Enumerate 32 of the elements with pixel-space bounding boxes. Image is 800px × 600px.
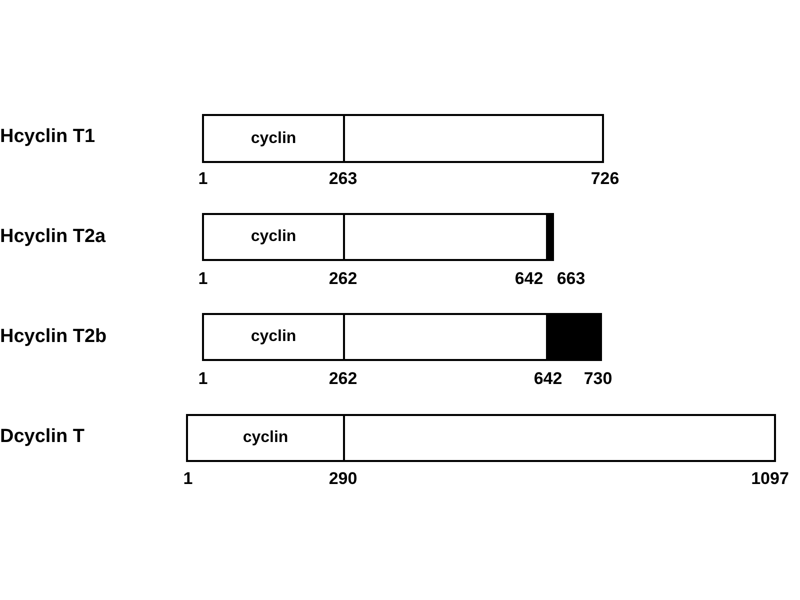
- cyclin-domain-box: [202, 213, 345, 261]
- protein-region-box: [343, 414, 776, 462]
- protein-name: Hcyclin T2b: [0, 327, 107, 346]
- protein-name: Dcyclin T: [0, 427, 84, 446]
- residue-number: 263: [328, 170, 358, 187]
- residue-number: 262: [328, 270, 358, 287]
- residue-number: 663: [556, 270, 586, 287]
- domain-label: cyclin: [242, 429, 288, 447]
- protein-name: Hcyclin T1: [0, 127, 96, 146]
- domain-label: cyclin: [250, 130, 296, 148]
- residue-number: 642: [514, 270, 544, 287]
- residue-number: 730: [584, 370, 612, 387]
- cyclin-domain-box: [186, 414, 345, 462]
- residue-number: 262: [328, 370, 358, 387]
- protein-region-box: [343, 114, 604, 163]
- protein-region-box: [343, 213, 548, 261]
- protein-name: Hcyclin T2a: [0, 227, 106, 246]
- residue-number: 642: [534, 370, 562, 387]
- residue-number: 1: [198, 370, 208, 387]
- residue-number: 726: [590, 170, 620, 187]
- protein-region-box: [343, 313, 548, 361]
- domain-label: cyclin: [250, 328, 296, 346]
- residue-number: 1: [198, 270, 208, 287]
- residue-number: 290: [328, 470, 358, 487]
- residue-number: 1097: [751, 470, 789, 487]
- residue-number: 1: [183, 470, 193, 487]
- cyclin-domain-box: [202, 313, 345, 361]
- domain-label: cyclin: [250, 228, 296, 246]
- cyclin-domain-box: [202, 114, 345, 163]
- residue-number: 1: [198, 170, 208, 187]
- c-terminal-extension-bar: [546, 213, 554, 261]
- c-terminal-extension-bar: [546, 313, 602, 361]
